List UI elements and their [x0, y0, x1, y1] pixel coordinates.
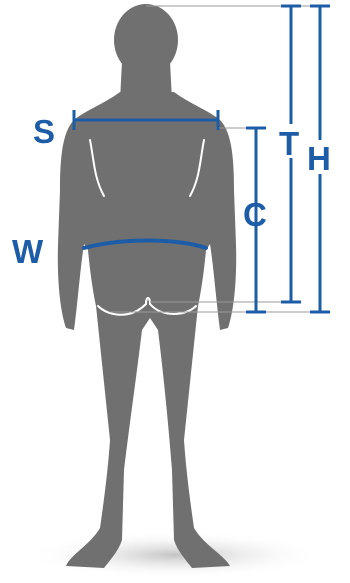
total-height-label: H	[307, 140, 331, 177]
chest-to-crotch-label: C	[243, 196, 267, 233]
shoulder-label: S	[33, 113, 55, 150]
waist-label: W	[12, 233, 44, 270]
torso-height-label: T	[279, 125, 299, 162]
human-body-back-view-icon	[58, 4, 236, 568]
